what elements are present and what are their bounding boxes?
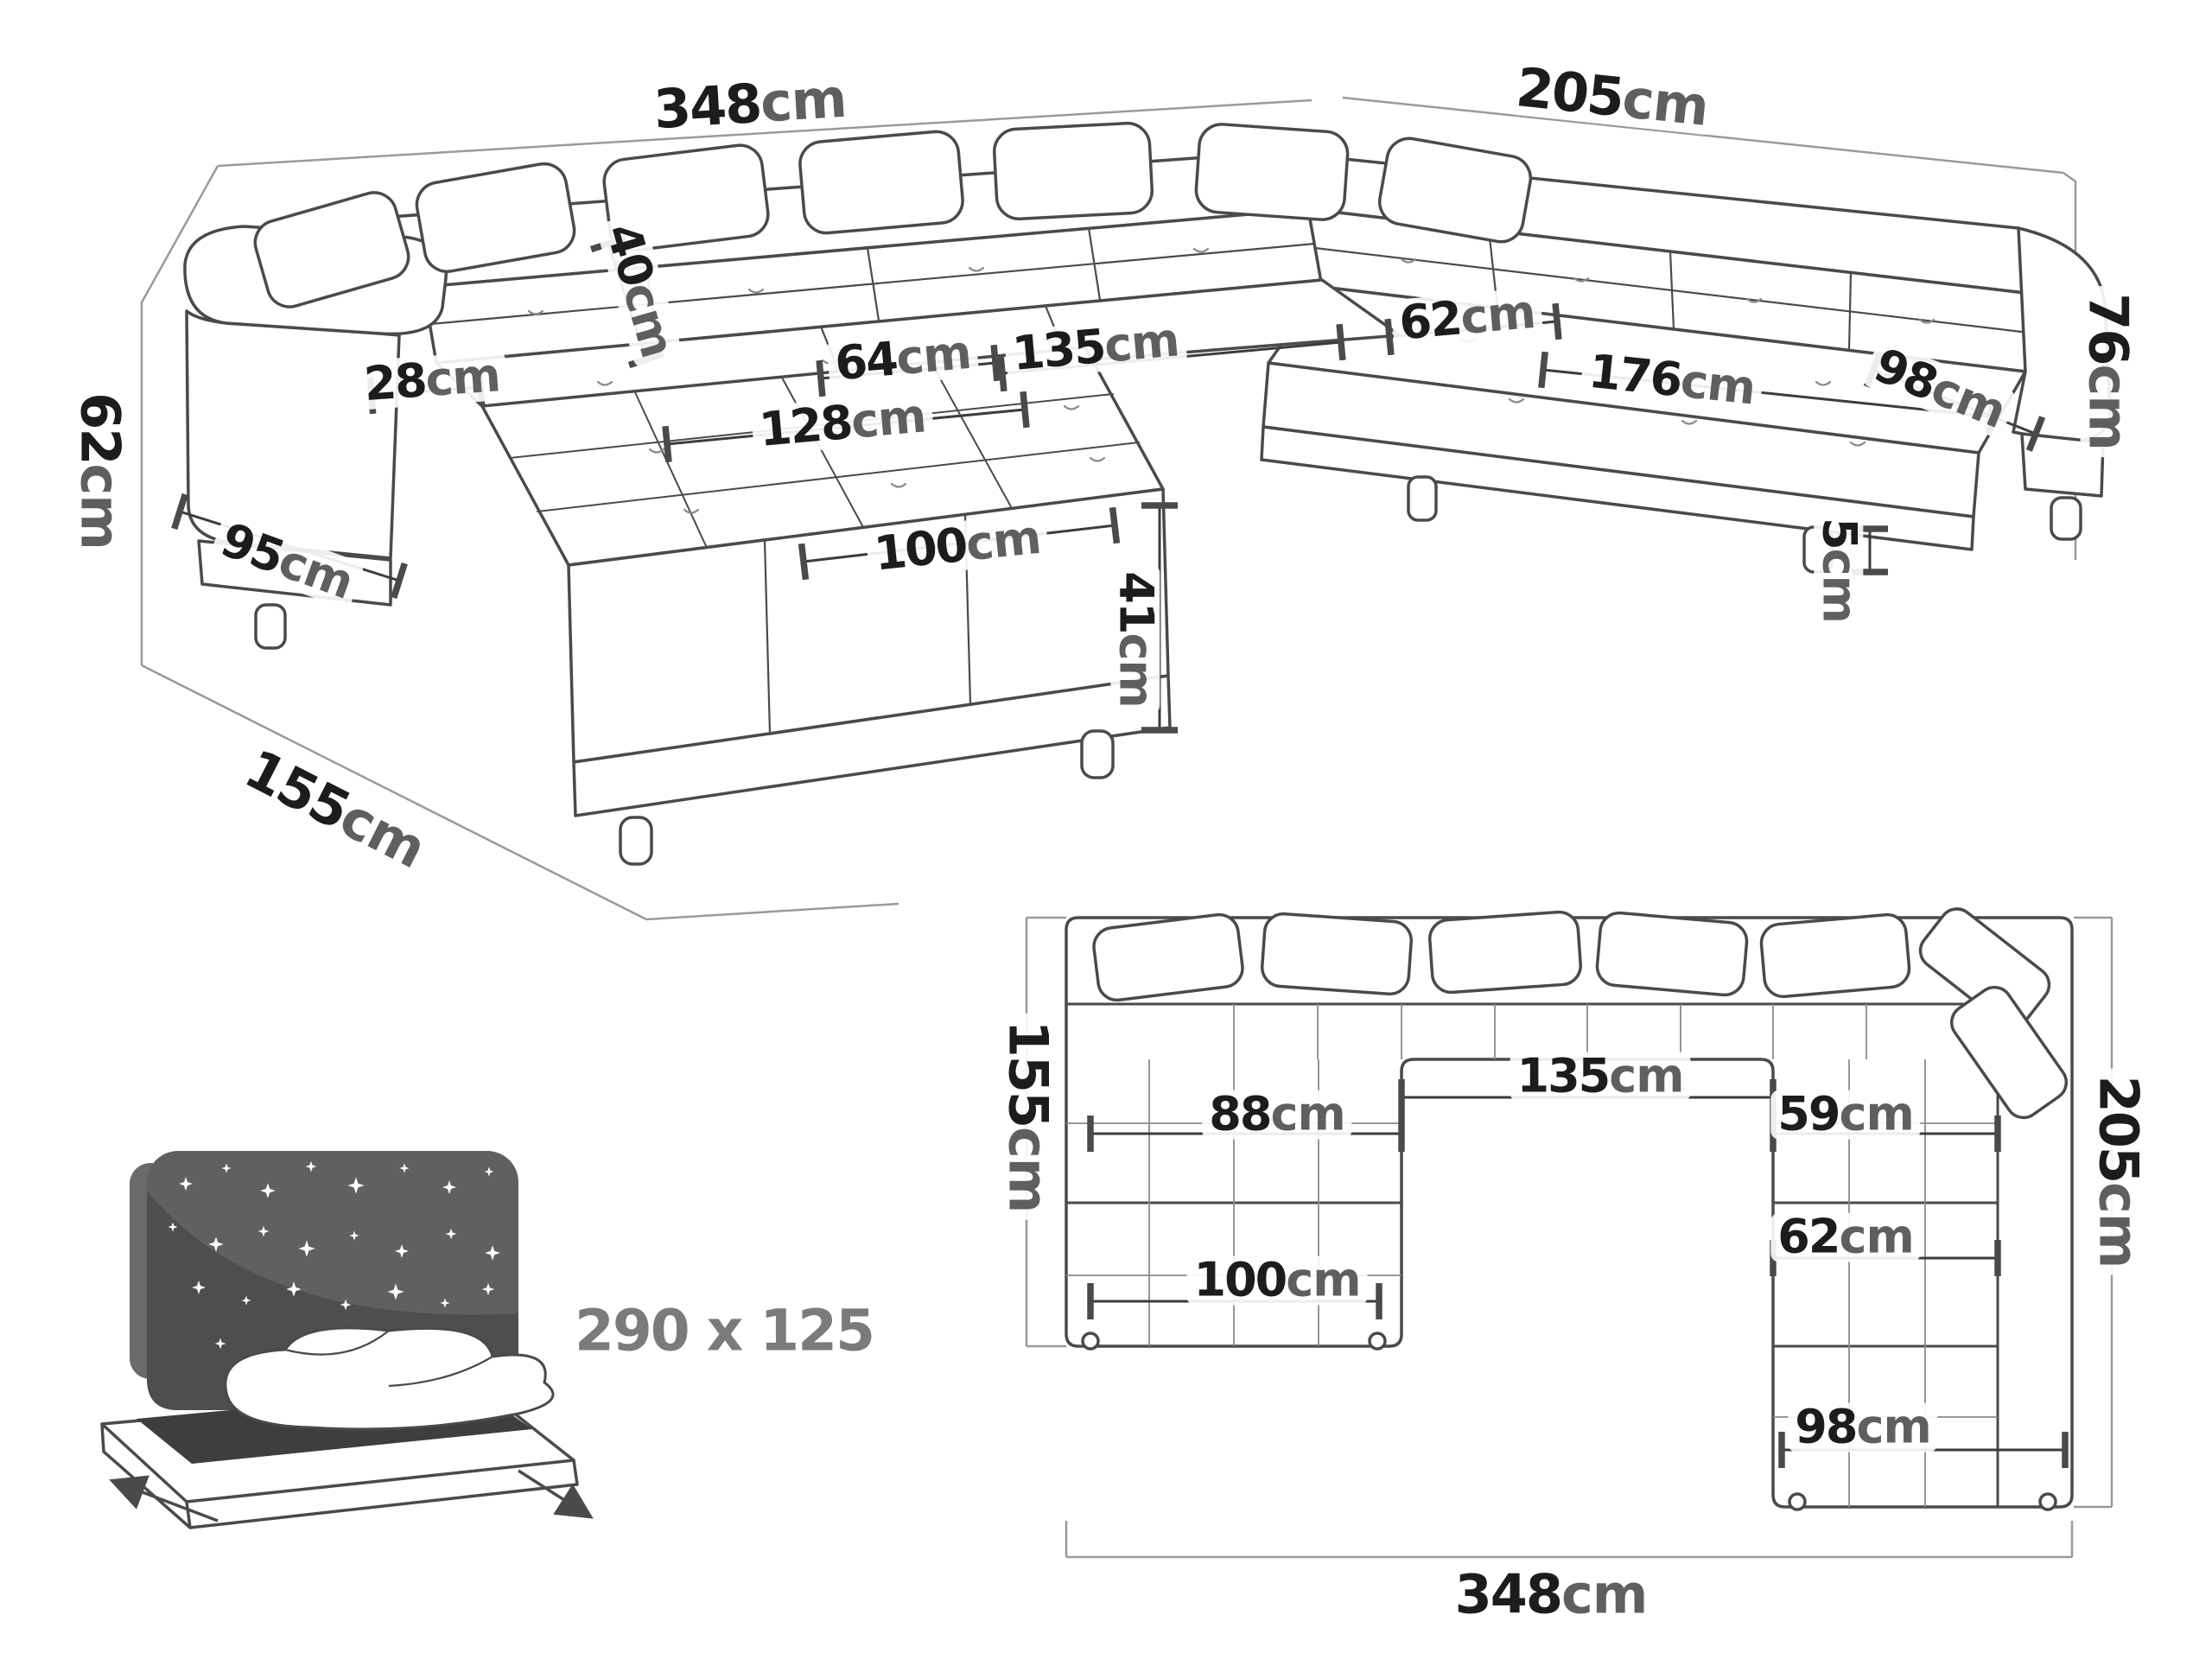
sofa-plan-drawing [1065,907,2074,1511]
dim-value: 100 [871,517,969,582]
dim-unit: cm [849,388,928,449]
dim-unit: cm [1561,1562,1648,1626]
dim-unit: cm [893,324,974,386]
dim-seat-depth-label: 64cm [826,324,980,391]
plan-right-seat-width-label: 62cm [1770,1209,1921,1264]
sofa-bed-icon [100,1151,594,1529]
dim-unit: cm [1619,66,1712,138]
dim-unit: cm [758,66,849,135]
dim-unit: cm [1856,1399,1931,1454]
dim-value: 28 [362,353,428,412]
dim-value: 62 [1777,1209,1840,1264]
plan-left-seat-width-label: 88cm [1202,1086,1352,1141]
sofa-perspective-drawing [171,121,2112,866]
bed-bedding [224,1326,555,1431]
dim-unit: cm [1839,1086,1914,1141]
plan-outline [1065,916,2074,1509]
dim-unit: cm [1109,632,1164,708]
plan-right-seat-top-width-label: 59cm [1770,1086,1921,1141]
dim-value: 205 [2087,1075,2151,1183]
dim-leg-height-label: 5cm [1812,511,1867,630]
dim-value: 62 [68,392,132,464]
dim-unit: cm [1677,353,1758,416]
bed-unfold-arrows [109,1469,594,1522]
dim-value: 205 [1513,55,1626,130]
dim-value: 135 [1516,1048,1611,1103]
plan-chaise-width-label: 100cm [1186,1252,1368,1307]
dim-unit: cm [1102,312,1181,373]
perspective-dimension-guides [140,96,2077,921]
dim-value: 64 [832,331,899,391]
plan-right-end-width-label: 98cm [1788,1399,1938,1454]
dim-overall-height-label: 76cm [2077,286,2140,457]
dim-value: 348 [652,71,763,142]
dim-armrest-height-label: 62cm [69,385,132,556]
dim-unit: cm [1609,1048,1684,1103]
dim-value: 348 [1454,1562,1563,1626]
dim-right-seat-depth-label: 62cm [1390,283,1544,351]
dim-value: 88 [1209,1086,1272,1141]
dim-value: 98 [1795,1399,1858,1454]
dim-value: 155 [996,1020,1060,1128]
plan-pillows [1092,907,2069,1120]
dim-unit: cm [1839,1209,1914,1264]
dim-seat-height-label: 41cm [1109,564,1164,715]
dim-value: 59 [1777,1086,1840,1141]
dim-unit: cm [2076,364,2140,450]
plan-total-width-label: 348cm [1447,1566,1655,1623]
dim-value: 5 [1812,518,1867,549]
dim-value: 76 [2076,293,2140,365]
plan-middle-seat-width-label: 135cm [1510,1048,1691,1103]
dim-value: 176 [1586,343,1684,408]
dim-value: 100 [1193,1252,1287,1307]
plan-left-depth-label: 155cm [997,1013,1060,1220]
dim-unit: cm [1458,283,1538,346]
bed-size-label: 290 x 125 [574,1297,875,1364]
dim-unit: cm [68,463,132,550]
dim-unit: cm [1812,548,1867,623]
plan-legs [1081,1332,2057,1511]
plan-right-depth-label: 205cm [2088,1068,2151,1275]
dim-value: 41 [1109,571,1164,633]
dim-unit: cm [996,1127,1060,1213]
dim-back-width-label: 348cm [645,66,855,142]
dim-unit: cm [2087,1182,2151,1268]
dim-value: 62 [1396,290,1464,351]
dim-value: 135 [1010,318,1107,381]
dim-unit: cm [1286,1252,1361,1307]
dim-value: 128 [757,394,854,457]
dim-unit: cm [963,509,1044,572]
dim-unit: cm [1270,1086,1345,1141]
dim-unit: cm [423,347,502,408]
dim-armrest-pad-label: 28cm [355,347,509,412]
back-pillows [253,121,1533,308]
